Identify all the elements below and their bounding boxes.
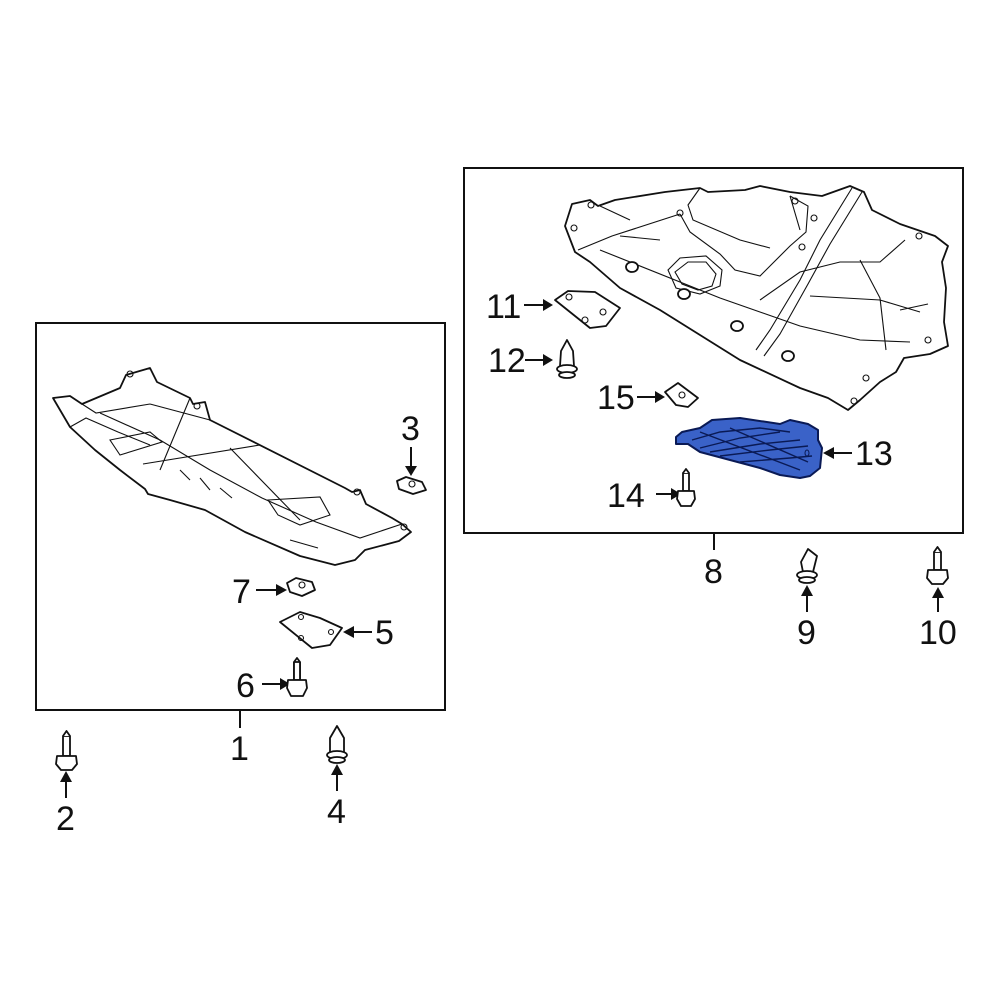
part-4-push-clip[interactable] (326, 725, 348, 791)
callout-14[interactable]: 14 (607, 477, 645, 515)
part-9-push-clip[interactable] (796, 548, 818, 612)
part-5-plate[interactable] (279, 611, 372, 649)
part-15-clip-nut[interactable] (637, 382, 699, 408)
group-8-frame (463, 167, 964, 534)
callout-7[interactable]: 7 (232, 573, 251, 611)
part-8-under-cover[interactable] (564, 185, 949, 411)
part-2-bolt[interactable] (55, 730, 78, 798)
part-3-clip-nut[interactable] (396, 447, 427, 495)
callout-9[interactable]: 9 (797, 614, 816, 652)
callout-12[interactable]: 12 (488, 342, 526, 380)
callout-11[interactable]: 11 (486, 288, 522, 326)
callout-5[interactable]: 5 (375, 614, 394, 652)
callout-6[interactable]: 6 (236, 667, 255, 705)
callout-8[interactable]: 8 (704, 553, 723, 591)
callout-3[interactable]: 3 (401, 410, 420, 448)
part-7-clip-nut[interactable] (256, 577, 316, 597)
part-12-push-clip[interactable] (525, 339, 578, 379)
part-11-plate[interactable] (524, 290, 621, 329)
callout-13[interactable]: 13 (855, 435, 893, 473)
part-13-under-cover-panel-highlighted[interactable] (675, 417, 852, 479)
callout-1[interactable]: 1 (230, 730, 249, 768)
callout-2[interactable]: 2 (56, 800, 75, 838)
callout-4[interactable]: 4 (327, 793, 346, 831)
part-14-bolt[interactable] (656, 468, 696, 507)
part-1-splash-shield[interactable] (52, 367, 412, 566)
callout-10[interactable]: 10 (919, 614, 957, 652)
callout-15[interactable]: 15 (597, 379, 635, 417)
part-6-bolt[interactable] (262, 657, 308, 697)
part-10-bolt[interactable] (926, 546, 949, 612)
group-1-frame (35, 322, 446, 711)
